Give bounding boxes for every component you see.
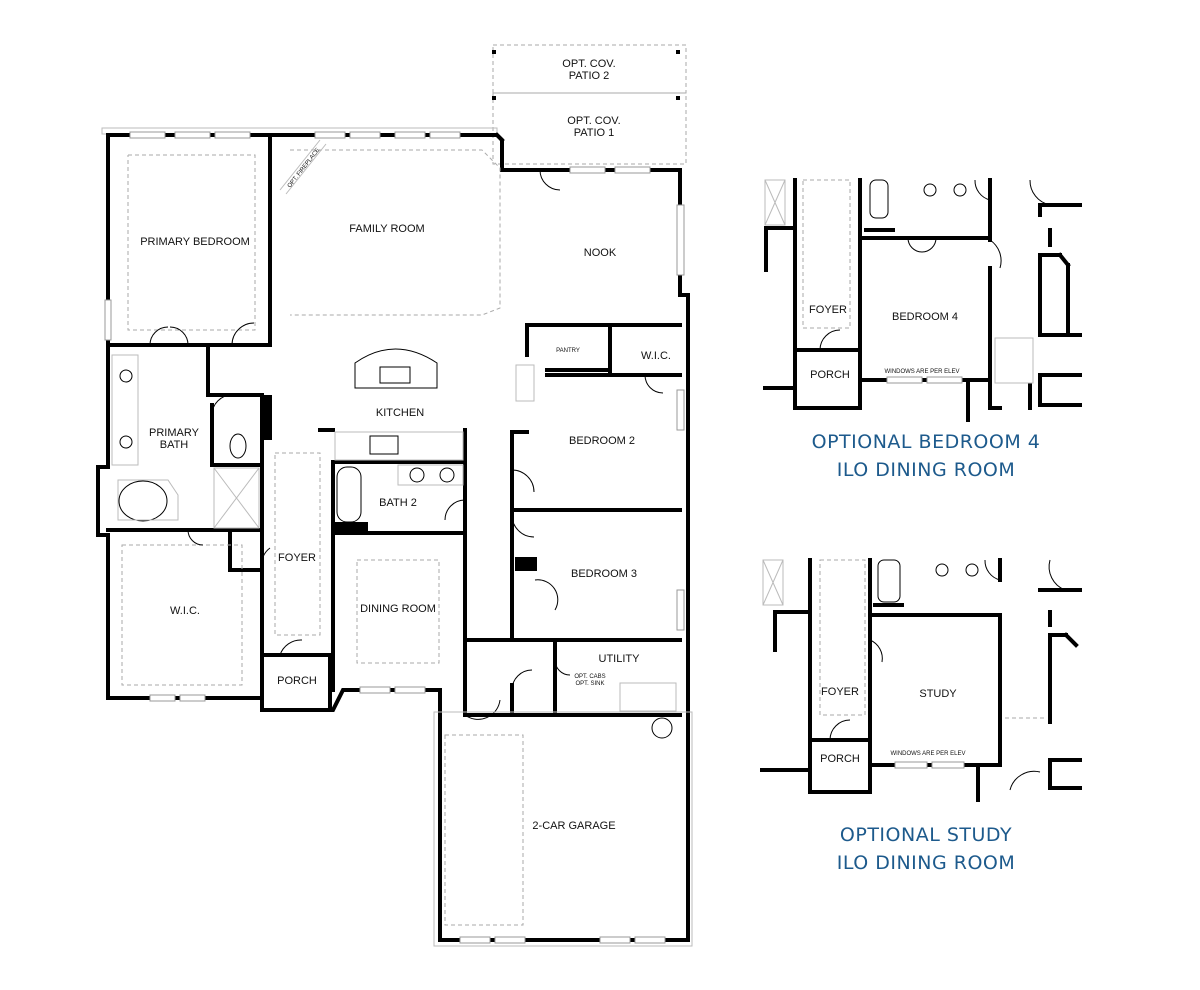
foyer-label: FOYER	[278, 552, 316, 564]
opt-bed4-porch-label: PORCH	[810, 369, 850, 381]
opt-bed4-windows-note: WINDOWS ARE PER ELEV	[884, 369, 959, 375]
utility-label: UTILITY	[599, 653, 641, 665]
garage-label: 2-CAR GARAGE	[532, 820, 615, 832]
sink-icon	[119, 435, 133, 449]
hall-wic-label: W.I.C.	[641, 350, 671, 362]
opt-cabs-label-line1: OPT. CABS	[574, 674, 605, 680]
opt-study-foyer-label: FOYER	[821, 686, 859, 698]
opt-bed4-bedroom-label: BEDROOM 4	[892, 311, 958, 323]
opt-study-caption-line1: OPTIONAL STUDY	[840, 824, 1012, 846]
tub-icon	[336, 466, 362, 523]
dining-room-label: DINING ROOM	[360, 603, 436, 615]
opt-patio-1-label-line2: PATIO 1	[574, 127, 615, 139]
sink-icon	[409, 467, 425, 483]
sink-icon	[439, 467, 455, 483]
bedroom-3-label: BEDROOM 3	[571, 568, 637, 580]
kitchen-island	[354, 348, 438, 389]
opt-patio-2-label-line2: PATIO 2	[569, 70, 610, 82]
cooktop-icon	[369, 435, 399, 455]
opt-patio-1-label-line1: OPT. COV.	[567, 115, 620, 127]
opt-study-caption-line2: ILO DINING ROOM	[837, 852, 1016, 874]
water-heater-icon	[651, 717, 673, 739]
primary-bath-label-line2: BATH	[160, 439, 189, 451]
main-floor-plan: OPT. COV. PATIO 2 OPT. COV. PATIO 1 PRIM…	[96, 44, 693, 947]
sink-icon	[119, 369, 133, 383]
pantry-label: PANTRY	[556, 348, 580, 354]
opt-study-windows-note: WINDOWS ARE PER ELEV	[890, 751, 965, 757]
opt-bed4-foyer-label: FOYER	[809, 304, 847, 316]
family-room-label: FAMILY ROOM	[349, 223, 424, 235]
bathtub-icon	[118, 480, 168, 522]
nook-label: NOOK	[584, 247, 617, 259]
option-study-plan: FOYER STUDY PORCH WINDOWS ARE PER ELEV O…	[760, 558, 1082, 874]
kitchen-sink-icon	[379, 366, 411, 384]
opt-patio-2-label-line1: OPT. COV.	[562, 58, 615, 70]
opt-bed4-caption-line2: ILO DINING ROOM	[837, 459, 1016, 481]
primary-bedroom-label: PRIMARY BEDROOM	[140, 236, 250, 248]
primary-wic-label: W.I.C.	[170, 605, 200, 617]
toilet-icon	[229, 433, 247, 459]
primary-bath-label-line1: PRIMARY	[149, 427, 200, 439]
opt-bed4-caption-line1: OPTIONAL BEDROOM 4	[812, 431, 1041, 453]
opt-cabs-label-line2: OPT. SINK	[575, 681, 604, 687]
opt-patio-2-area	[492, 44, 687, 94]
opt-fireplace-label: OPT. FIREPLACE	[287, 147, 322, 189]
opt-study-porch-label: PORCH	[820, 753, 860, 765]
porch-label: PORCH	[277, 675, 317, 687]
kitchen-label: KITCHEN	[376, 407, 424, 419]
bath-2-label: BATH 2	[379, 497, 417, 509]
option-bedroom-4-plan: FOYER BEDROOM 4 PORCH WINDOWS ARE PER EL…	[763, 178, 1082, 481]
bedroom-2-label: BEDROOM 2	[569, 435, 635, 447]
opt-study-study-label: STUDY	[919, 688, 957, 700]
